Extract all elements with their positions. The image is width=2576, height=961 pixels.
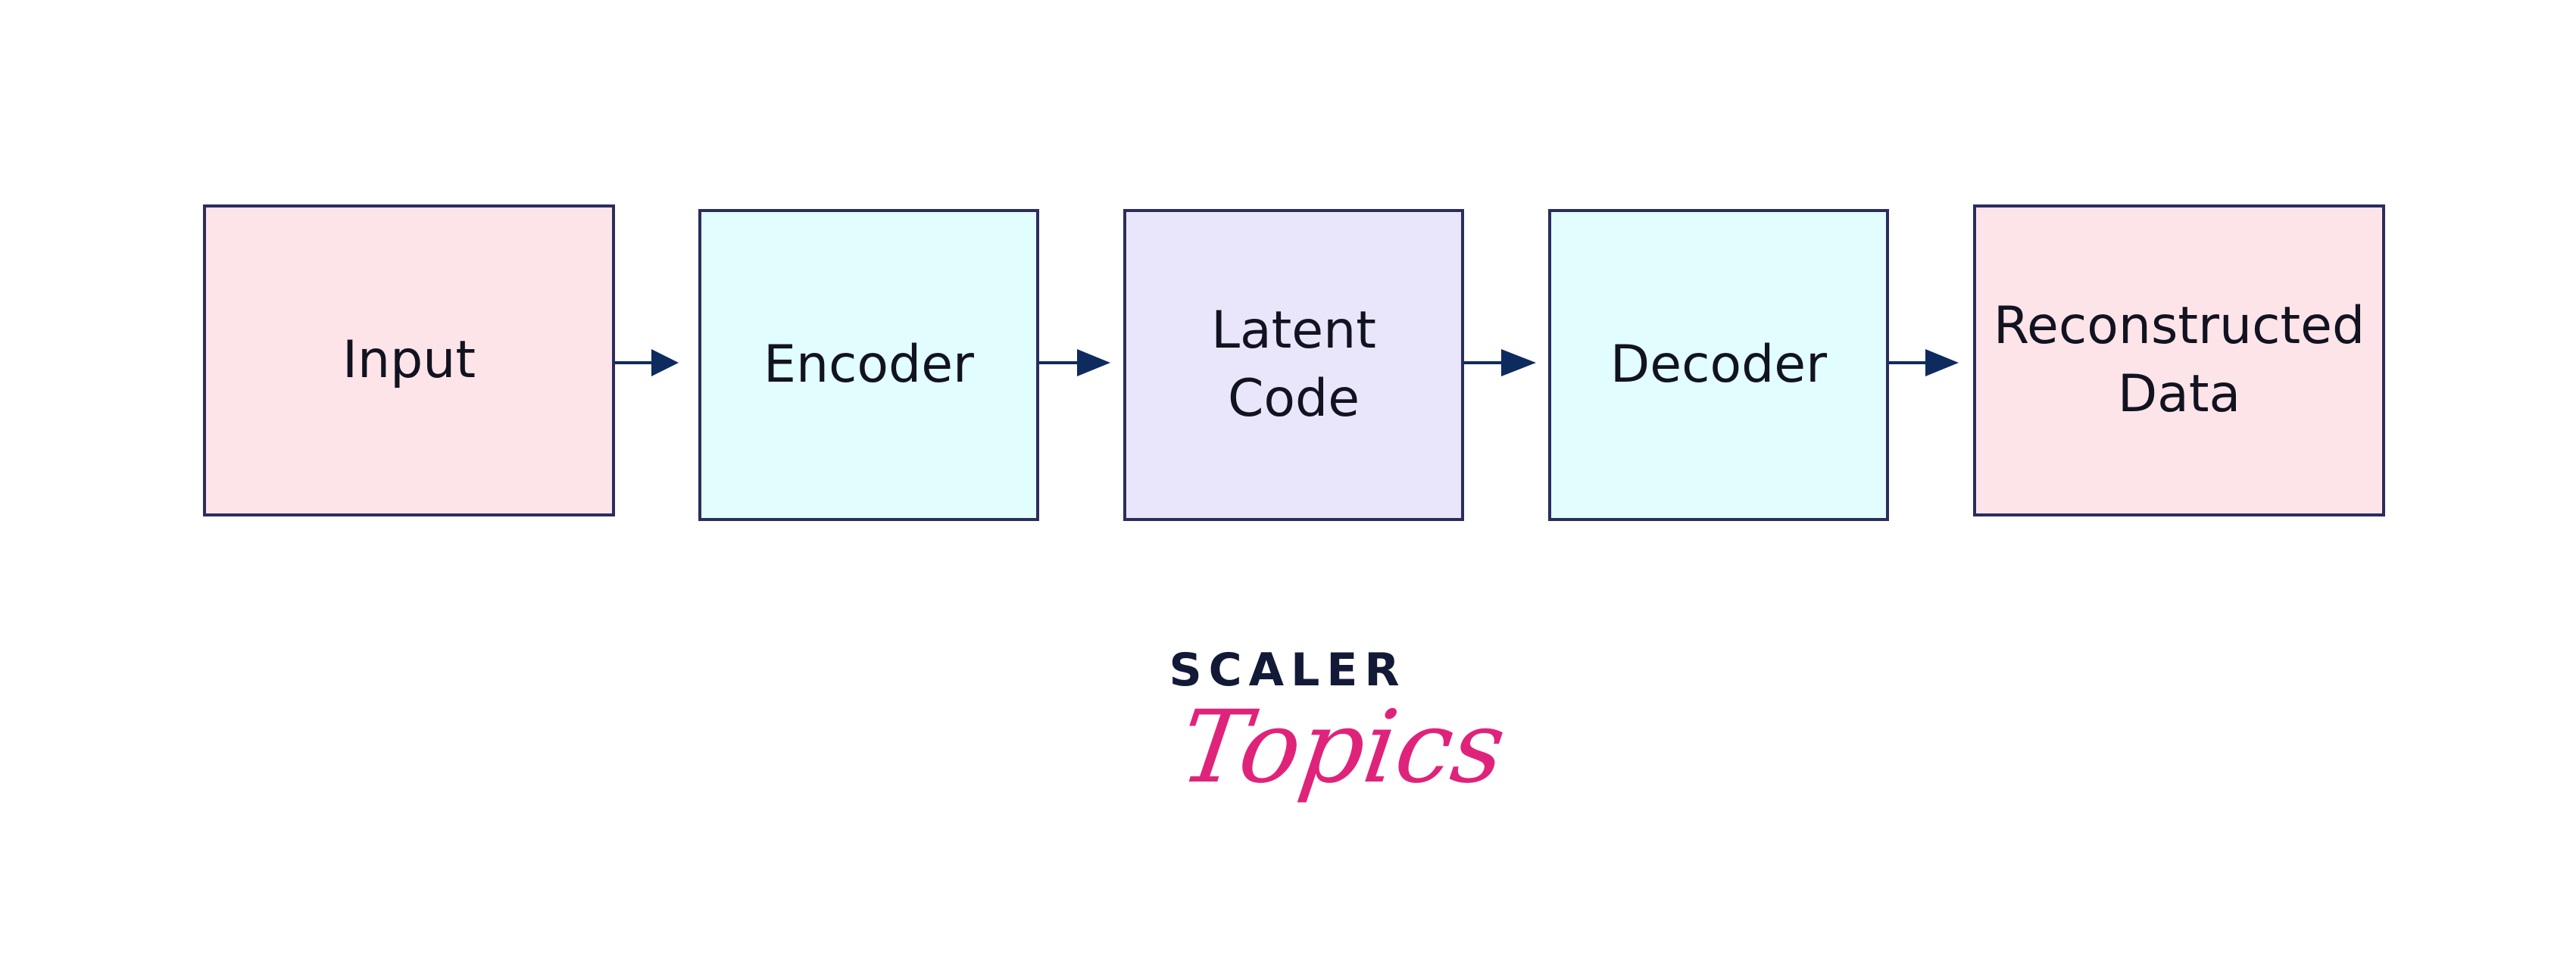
node-encoder: Encoder [698,209,1039,521]
node-decoder-label: Decoder [1610,335,1828,395]
arrow-encoder-to-latent [1039,349,1110,376]
arrow-latent-to-decoder [1464,349,1536,376]
node-decoder: Decoder [1548,209,1889,521]
arrow-input-to-encoder [615,349,679,376]
node-reconstructed-data-label: Reconstructed Data [1993,296,2365,424]
node-latent-code-label: Latent Code [1211,301,1376,429]
logo-scaler-text: SCALER [1169,644,1407,697]
node-input-label: Input [342,330,476,390]
node-latent-code: Latent Code [1123,209,1464,521]
node-input: Input [203,204,615,516]
scaler-topics-logo: SCALER Topics [1166,644,1512,833]
arrow-decoder-to-reconstructed [1889,349,1959,376]
logo-topics-text: Topics [1173,689,1513,806]
node-reconstructed-data: Reconstructed Data [1973,204,2385,516]
node-encoder-label: Encoder [763,335,974,395]
